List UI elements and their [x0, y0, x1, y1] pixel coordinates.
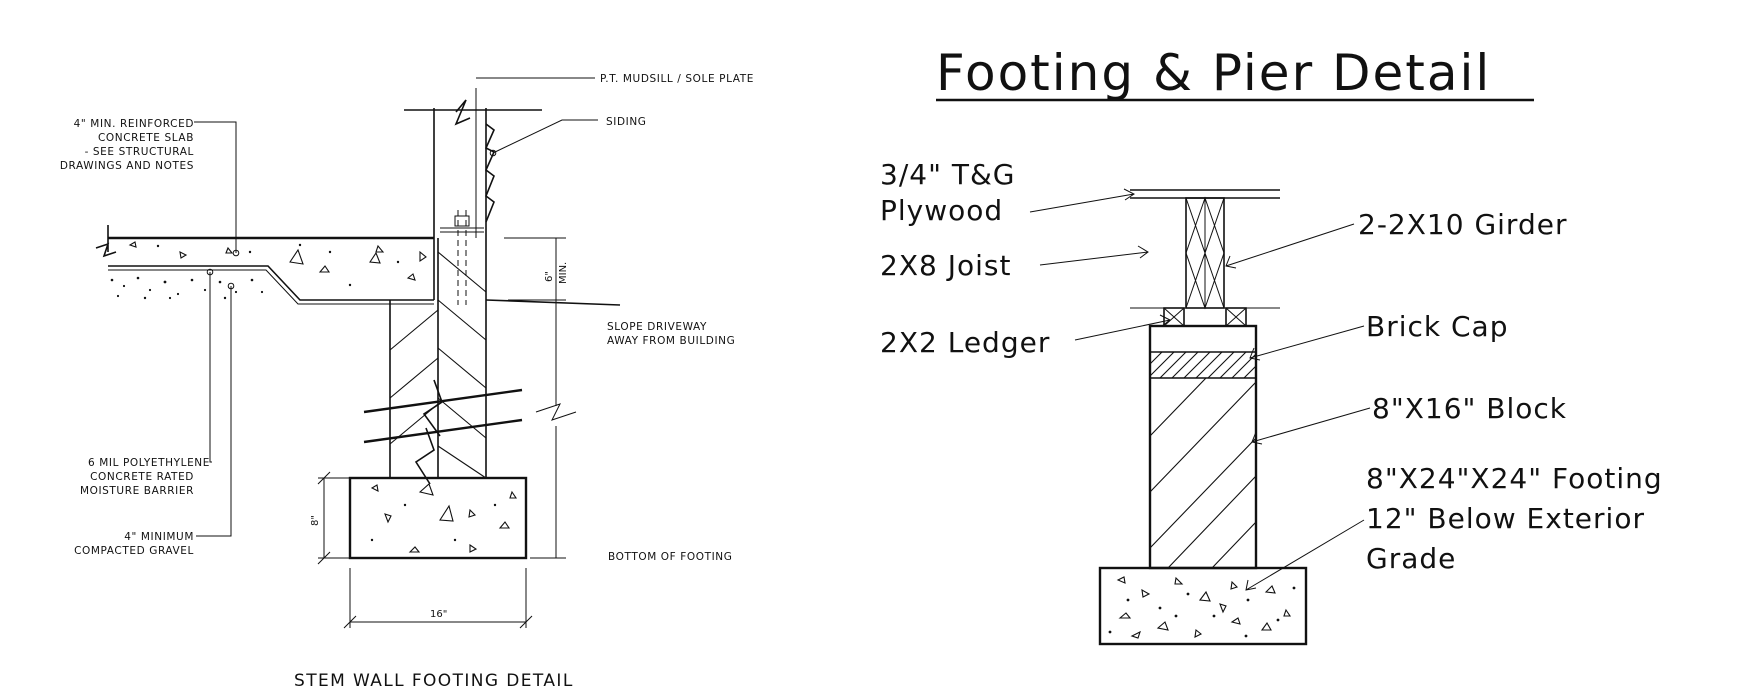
label-slab-2: CONCRETE SLAB: [98, 132, 194, 144]
label-footing-2: 12" Below Exterior: [1366, 502, 1645, 535]
dim-six-text: 6": [544, 271, 555, 282]
wall-break-zigzag-2: [414, 427, 435, 485]
label-slope-2: AWAY FROM BUILDING: [607, 335, 735, 347]
label-poly-2: CONCRETE RATED: [90, 471, 194, 483]
label-plywood-1: 3/4" T&G: [880, 158, 1015, 191]
label-slab-1: 4" MIN. REINFORCED: [74, 118, 194, 130]
siding-leader: [492, 119, 598, 154]
pier-title: Footing & Pier Detail: [936, 44, 1491, 102]
wall-break-line-2: [363, 418, 523, 444]
label-siding: SIDING: [606, 116, 647, 128]
label-gravel-2: COMPACTED GRAVEL: [74, 545, 194, 557]
girder-cross: [1185, 196, 1225, 310]
leader-footing: [1245, 519, 1365, 591]
leader-brick: [1249, 325, 1365, 361]
frame-break-mark: [454, 99, 471, 126]
pier-footing-outline: [1098, 566, 1308, 646]
anchor-nut: [454, 215, 470, 227]
dim-eight-text: 8": [310, 515, 321, 526]
grade-line: [485, 299, 621, 306]
dim-sixteen-lines: [343, 568, 533, 629]
dim-eight-lines: [317, 471, 350, 565]
label-poly-3: MOISTURE BARRIER: [80, 485, 194, 497]
stem-wall-caption: STEM WALL FOOTING DETAIL: [294, 671, 574, 691]
poly-leader: [209, 272, 212, 463]
leader-girder: [1225, 223, 1355, 269]
frame-wall-outline: [404, 108, 542, 238]
wall-break-line-1: [363, 388, 523, 414]
label-slope-1: SLOPE DRIVEWAY: [607, 321, 707, 333]
label-plywood-2: Plywood: [880, 194, 1003, 227]
leader-ledger: [1074, 314, 1171, 341]
dim-height-break: [535, 403, 577, 421]
brick-cap-band: [1150, 351, 1256, 379]
siding-profile: [484, 123, 496, 223]
ledger-left-x: [1163, 307, 1185, 327]
dim-height-line: [530, 300, 566, 559]
label-poly-1: 6 MIL POLYETHYLENE: [88, 457, 210, 469]
pier-footing-aggregate: [1108, 576, 1296, 639]
stem-wall-footing-detail: P.T. MUDSILL / SOLE PLATE SIDING 4" MIN.…: [60, 73, 754, 691]
label-brick-cap: Brick Cap: [1366, 310, 1509, 343]
label-girder: 2-2X10 Girder: [1358, 208, 1567, 241]
gravel-leader: [196, 286, 232, 537]
vapor-barrier-line: [108, 265, 434, 301]
footing-aggregate: [370, 483, 518, 553]
label-footing-3: Grade: [1366, 542, 1456, 575]
label-gravel-1: 4" MINIMUM: [124, 531, 194, 543]
label-mudsill: P.T. MUDSILL / SOLE PLATE: [600, 73, 754, 85]
gravel-dots: [110, 276, 264, 300]
leader-joist: [1039, 245, 1149, 266]
sill-plate: [440, 227, 484, 233]
label-slab-3: - SEE STRUCTURAL: [85, 146, 194, 158]
siding-leader-dot: [489, 149, 497, 157]
slab-break-mark: [95, 225, 117, 258]
leader-block: [1251, 407, 1371, 445]
wall-break-zigzag: [422, 379, 443, 437]
block-hatch: [1149, 377, 1257, 569]
slab-leader: [194, 121, 237, 253]
ledger-right-x: [1225, 307, 1247, 327]
vapor-barrier-line-2: [108, 269, 434, 305]
dim-six-min-lines: [504, 237, 566, 301]
brick-cap-hatch: [1149, 351, 1257, 379]
footing-pier-detail: Footing & Pier Detail: [880, 44, 1663, 646]
slab-aggregate: [128, 241, 427, 287]
footing-outline: [348, 476, 528, 560]
leader-plywood: [1029, 188, 1135, 213]
label-block: 8"X16" Block: [1372, 392, 1567, 425]
label-bottom-of-footing: BOTTOM OF FOOTING: [608, 551, 733, 563]
label-ledger: 2X2 Ledger: [880, 326, 1050, 359]
label-footing-1: 8"X24"X24" Footing: [1366, 462, 1663, 495]
label-slab-4: DRAWINGS AND NOTES: [60, 160, 194, 172]
dim-min-text: MIN.: [558, 262, 569, 284]
label-joist: 2X8 Joist: [880, 249, 1011, 282]
dim-sixteen-text: 16": [430, 609, 447, 620]
